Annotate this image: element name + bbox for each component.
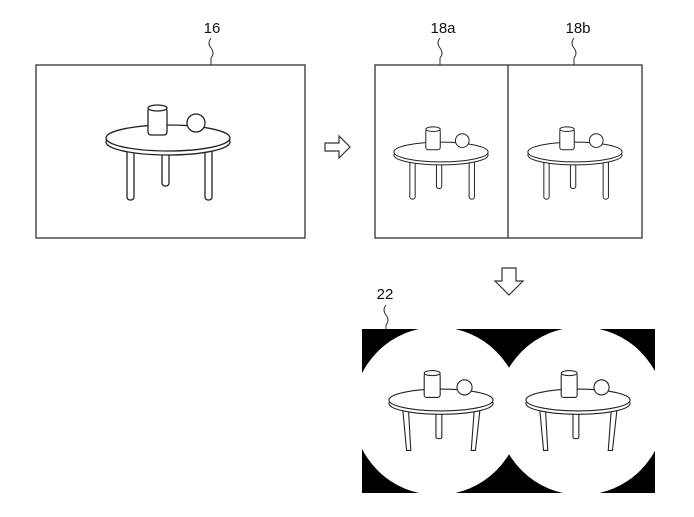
right-eye-image-18b: 18b [527,20,623,200]
left-eye-image-18a: 18a [393,20,489,200]
distorted-output-22: 22 [362,286,655,493]
label-18a: 18a [430,20,456,37]
label-18b: 18b [565,20,590,37]
label-16: 16 [204,20,221,37]
label-22: 22 [377,286,394,303]
leader-line [208,37,214,65]
stereo-images-18: 18a 18b [374,20,643,239]
arrow-right-icon [324,134,351,160]
original-image-16: 16 [35,20,306,239]
arrow-down-icon [493,267,525,296]
